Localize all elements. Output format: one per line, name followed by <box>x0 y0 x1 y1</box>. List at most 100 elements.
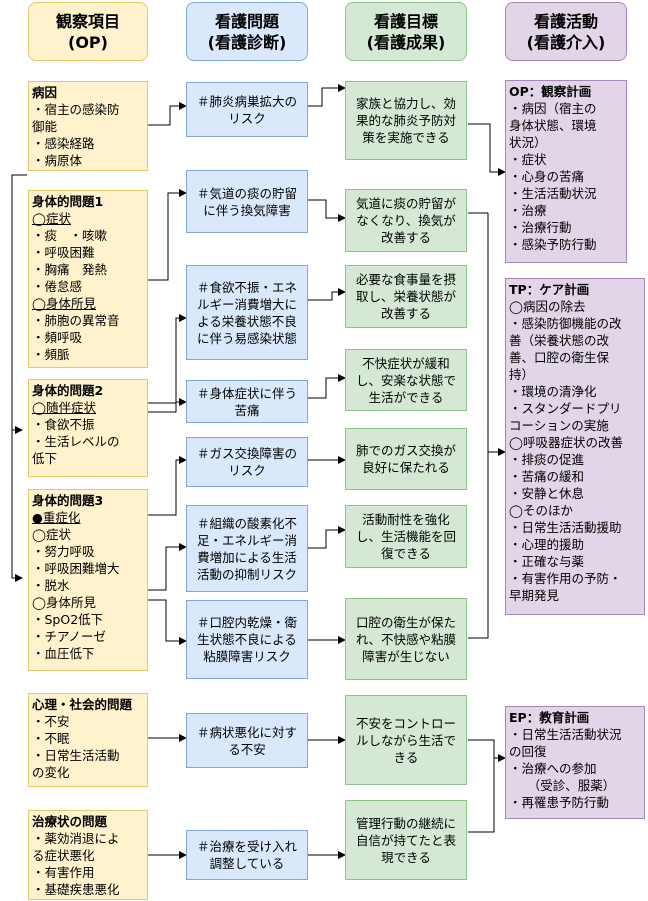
goal-oral-hygiene: 口腔の衛生が保たれ、不快感や粘膜障害が生じない <box>345 598 467 680</box>
line-text: ・脱水 <box>32 578 70 593</box>
connector-family-to-op-plan <box>468 123 506 176</box>
action-tp-care-plan: TP：ケア計画◯病因の除去・感染防御機能の改善（栄養状態の改善、口腔の衛生保持）… <box>505 278 645 615</box>
connector-physical3-to-activity <box>148 543 187 591</box>
line-text: 治療状の問題 <box>32 814 108 829</box>
line-text: ・感染予防行動 <box>509 237 597 252</box>
goal-text: 家族と協力し、効果的な肺炎予防対策を実施できる <box>355 96 456 145</box>
connector-physical1-to-airway <box>148 189 187 281</box>
line-text: ◯病因の除去 <box>509 299 586 314</box>
line-text: ・病原体 <box>32 153 83 168</box>
line-text: ◯呼吸器症状の改善 <box>509 435 623 450</box>
goal-family-prevention: 家族と協力し、効果的な肺炎予防対策を実施できる <box>345 81 467 160</box>
header-goal: 看護目標 (看護成果) <box>345 2 467 61</box>
problem-airway-sputum: ＃気道の痰の貯留に伴う換気障害 <box>186 170 308 233</box>
line-text: ・薬効消退によ <box>32 831 120 846</box>
connector-pneumonia-to-family <box>308 84 346 107</box>
goal-gas-exchange: 肺でのガス交換が良好に保たれる <box>345 428 467 490</box>
line-text: （受診、服薬） <box>509 778 616 793</box>
line-text: ・SpO2低下 <box>32 612 104 627</box>
line-text: 身体的問題2 <box>32 383 104 398</box>
line-text: ・倦怠感 <box>32 279 83 294</box>
goal-anxiety-control: 不安をコントロールしながら生活できる <box>345 695 467 785</box>
line-text: 早期発見 <box>509 588 560 603</box>
line-text: ・心身の苦痛 <box>509 169 585 184</box>
line-text: 病因 <box>32 85 58 100</box>
observation-treatment: 治療状の問題・薬効消退による症状悪化・有害作用・基礎疾患悪化 <box>28 810 148 900</box>
line-text: ・感染経路 <box>32 136 95 151</box>
connector-control-to-ep <box>468 739 506 762</box>
line-text: ・胸痛 発熱 <box>32 262 108 277</box>
action-ep-education-plan: EP：教育計画・日常生活活動状況の回復・治療への参加 （受診、服薬）・再罹患予防… <box>505 706 645 819</box>
line-text: ・肺胞の異常音 <box>32 313 120 328</box>
problem-pneumonia-spread-risk: ＃肺炎病巣拡大のリスク <box>186 82 308 137</box>
line-text: 状況） <box>509 135 547 150</box>
goal-sputum-clearance: 気道に痰の貯留がなくなり、換気が改善する <box>345 189 467 252</box>
goal-nutrition: 必要な食事量を摂取し、栄養状態が改善する <box>345 265 467 328</box>
line-text: ・痰 ・咳嗽 <box>32 228 108 243</box>
header-observation: 観察項目 (OP) <box>28 2 148 61</box>
connector-physical3-to-gas <box>148 456 187 516</box>
line-text: ・病因（宿主の <box>509 101 597 116</box>
line-text: ・心理的援助 <box>509 537 585 552</box>
line-text: ・頻脈 <box>32 347 70 362</box>
header-goal-line2: (看護成果) <box>366 32 446 52</box>
line-text: 身体的問題1 <box>32 194 104 209</box>
goal-text: 活動耐性を強化し、生活機能を回復できる <box>355 512 456 561</box>
line-text: 身体状態、環境 <box>509 118 597 133</box>
line-text: コーションの実施 <box>509 418 609 433</box>
problem-text: ＃身体症状に伴う苦痛 <box>196 385 297 418</box>
header-observation-line2: (OP) <box>68 32 108 52</box>
line-text: 低下 <box>32 451 58 466</box>
line-text: ・日常生活活動 <box>32 748 120 763</box>
problem-text: ＃口腔内乾燥・衛生状態不良による粘膜障害リスク <box>196 615 297 664</box>
line-text: ・日常生活活動状況 <box>509 727 622 742</box>
problem-text: ＃ガス交換障害のリスク <box>196 446 297 478</box>
line-text: ・症状 <box>509 152 547 167</box>
problem-text: ＃食欲不振・エネルギー消費増大による栄養状態不良に伴う易感染状態 <box>196 279 297 346</box>
line-text: 善（栄養状態の改 <box>509 333 610 348</box>
connector-distress-to-comfort <box>308 374 346 399</box>
line-text: OP：観察計画 <box>509 84 592 99</box>
line-text: 心理・社会的問題 <box>32 697 133 712</box>
line-text: ・治療への参加 <box>509 761 597 776</box>
observation-physical-1: 身体的問題1◯症状・痰 ・咳嗽・呼吸困難・胸痛 発熱・倦怠感◯身体所見・肺胞の異… <box>28 190 148 368</box>
line-text: 持） <box>509 367 535 382</box>
line-text: 御能 <box>32 119 58 134</box>
goal-text: 必要な食事量を摂取し、栄養状態が改善する <box>355 272 456 321</box>
line-text: 身体的問題3 <box>32 493 104 508</box>
line-text: ・治療行動 <box>509 220 572 235</box>
goal-confidence: 管理行動の継続に自信が持てたと表現できる <box>345 800 467 880</box>
action-op-observation-plan: OP：観察計画・病因（宿主の身体状態、環境状況）・症状・心身の苦痛・生活活動状況… <box>505 80 627 263</box>
connector-etiology-to-pneumonia-risk <box>148 102 187 126</box>
line-text: ◯随伴症状 <box>32 400 96 415</box>
line-text: の変化 <box>32 765 70 780</box>
line-text: ・苦痛の緩和 <box>509 469 585 484</box>
connector-physical2-to-nutrition <box>148 314 187 404</box>
goal-text: 不安をコントロールしながら生活できる <box>355 715 456 765</box>
line-text: ◯身体所見 <box>32 296 96 311</box>
problem-text: ＃病状悪化に対する不安 <box>196 724 297 757</box>
connector-physical2-to-distress <box>148 398 187 413</box>
goal-text: 口腔の衛生が保たれ、不快感や粘膜障害が生じない <box>355 614 457 664</box>
line-text: ・チアノーゼ <box>32 629 106 644</box>
goal-comfort: 不快症状が緩和し、安楽な状態で生活ができる <box>345 349 467 411</box>
header-problem-line1: 看護問題 <box>214 11 279 31</box>
line-text: ・血圧低下 <box>32 646 95 661</box>
goal-text: 気道に痰の貯留がなくなり、換気が改善する <box>355 196 456 245</box>
line-text: ・感染防御機能の改 <box>509 316 622 331</box>
problem-nutrition-infection: ＃食欲不振・エネルギー消費増大による栄養状態不良に伴う易感染状態 <box>186 265 308 360</box>
goal-text: 肺でのガス交換が良好に保たれる <box>355 443 456 475</box>
problem-anxiety: ＃病状悪化に対する不安 <box>186 713 308 768</box>
line-text: ・環境の清浄化 <box>509 384 597 399</box>
header-problem: 看護問題 (看護診断) <box>186 2 308 61</box>
header-observation-line1: 観察項目 <box>55 11 120 31</box>
line-text: ・不眠 <box>32 731 70 746</box>
line-text: ・食欲不振 <box>32 417 95 432</box>
line-text: ●重症化 <box>32 510 81 525</box>
line-text: ・正確な与薬 <box>509 554 585 569</box>
goal-text: 管理行動の継続に自信が持てたと表現できる <box>355 815 456 865</box>
header-action-line2: (看護介入) <box>526 32 606 52</box>
problem-oral-mucosa-risk: ＃口腔内乾燥・衛生状態不良による粘膜障害リスク <box>186 600 308 679</box>
line-text: TP：ケア計画 <box>509 282 590 297</box>
header-problem-line2: (看護診断) <box>207 32 287 52</box>
